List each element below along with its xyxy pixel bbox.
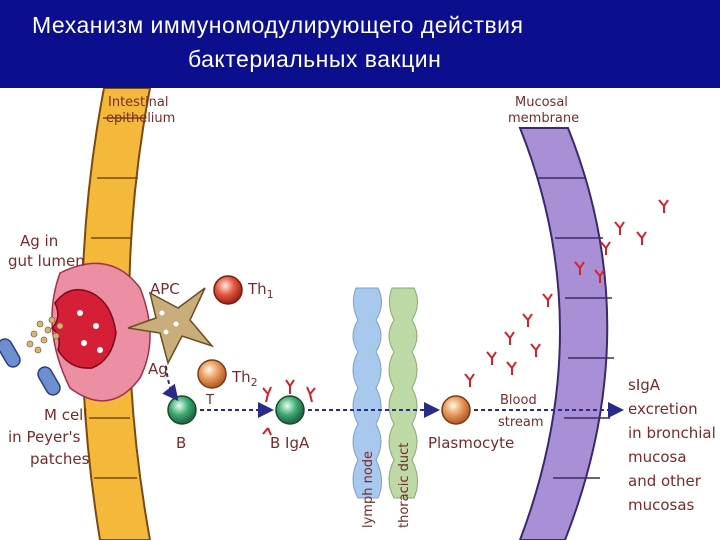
label-siga: sIgA bbox=[628, 376, 661, 394]
label-blood: Blood bbox=[500, 393, 537, 408]
label-t: T bbox=[205, 393, 214, 408]
label-plasmocyte: Plasmocyte bbox=[428, 434, 514, 452]
label-and-other: and other bbox=[628, 472, 702, 490]
immunomodulation-diagram: Intestinal epithelium Mucosal membrane A… bbox=[0, 88, 716, 540]
bacteria bbox=[0, 338, 61, 396]
th1-cell bbox=[213, 275, 243, 305]
title-bar: Механизм иммуномодулирующего действия ба… bbox=[0, 0, 720, 88]
label-apc: APC bbox=[150, 280, 180, 298]
label-b: B bbox=[176, 434, 186, 452]
label-membrane: membrane bbox=[508, 111, 579, 126]
label-mucosas: mucosas bbox=[628, 496, 695, 514]
label-intestinal: Intestinal bbox=[108, 95, 168, 110]
label-epithelium: epithelium bbox=[106, 111, 175, 126]
label-lymph-node: lymph node bbox=[361, 451, 376, 528]
mucosal-membrane bbox=[518, 127, 614, 540]
label-b-iga: B IgA bbox=[270, 434, 310, 452]
b-iga-antibodies bbox=[262, 379, 316, 436]
label-in-bronchial: in bronchial bbox=[628, 424, 716, 442]
label-excretion: excretion bbox=[628, 400, 698, 418]
siga-antibodies bbox=[464, 199, 669, 387]
b-cell bbox=[167, 395, 197, 425]
label-mucosa: mucosa bbox=[628, 448, 687, 466]
label-mucosal: Mucosal bbox=[515, 95, 568, 110]
label-stream: stream bbox=[498, 415, 544, 430]
flow-arrows bbox=[162, 365, 624, 418]
lymph-node-band bbox=[352, 287, 382, 499]
label-patches: patches bbox=[30, 450, 90, 468]
th2-cell bbox=[197, 359, 227, 389]
label-ag-in: Ag in bbox=[20, 232, 58, 250]
apc-cell bbox=[127, 287, 215, 366]
label-gut-lumen: gut lumen bbox=[8, 252, 85, 270]
label-thoracic-duct: thoracic duct bbox=[397, 443, 412, 528]
title-line-2: бактериальных вакцин bbox=[188, 46, 442, 72]
title-line-1: Механизм иммуномодулирующего действия bbox=[32, 12, 524, 38]
label-in-peyers: in Peyer's bbox=[8, 428, 81, 446]
peyers-patch bbox=[50, 262, 151, 402]
antigen-particles bbox=[26, 316, 64, 354]
thoracic-duct-band bbox=[388, 287, 418, 499]
label-th2: Th2 bbox=[231, 368, 258, 389]
plasmocyte-cell bbox=[441, 395, 471, 425]
label-th1: Th1 bbox=[247, 280, 274, 301]
label-m-cell: M cell bbox=[44, 406, 88, 424]
b-iga-cell bbox=[275, 395, 305, 425]
label-ag: Ag bbox=[148, 360, 168, 378]
